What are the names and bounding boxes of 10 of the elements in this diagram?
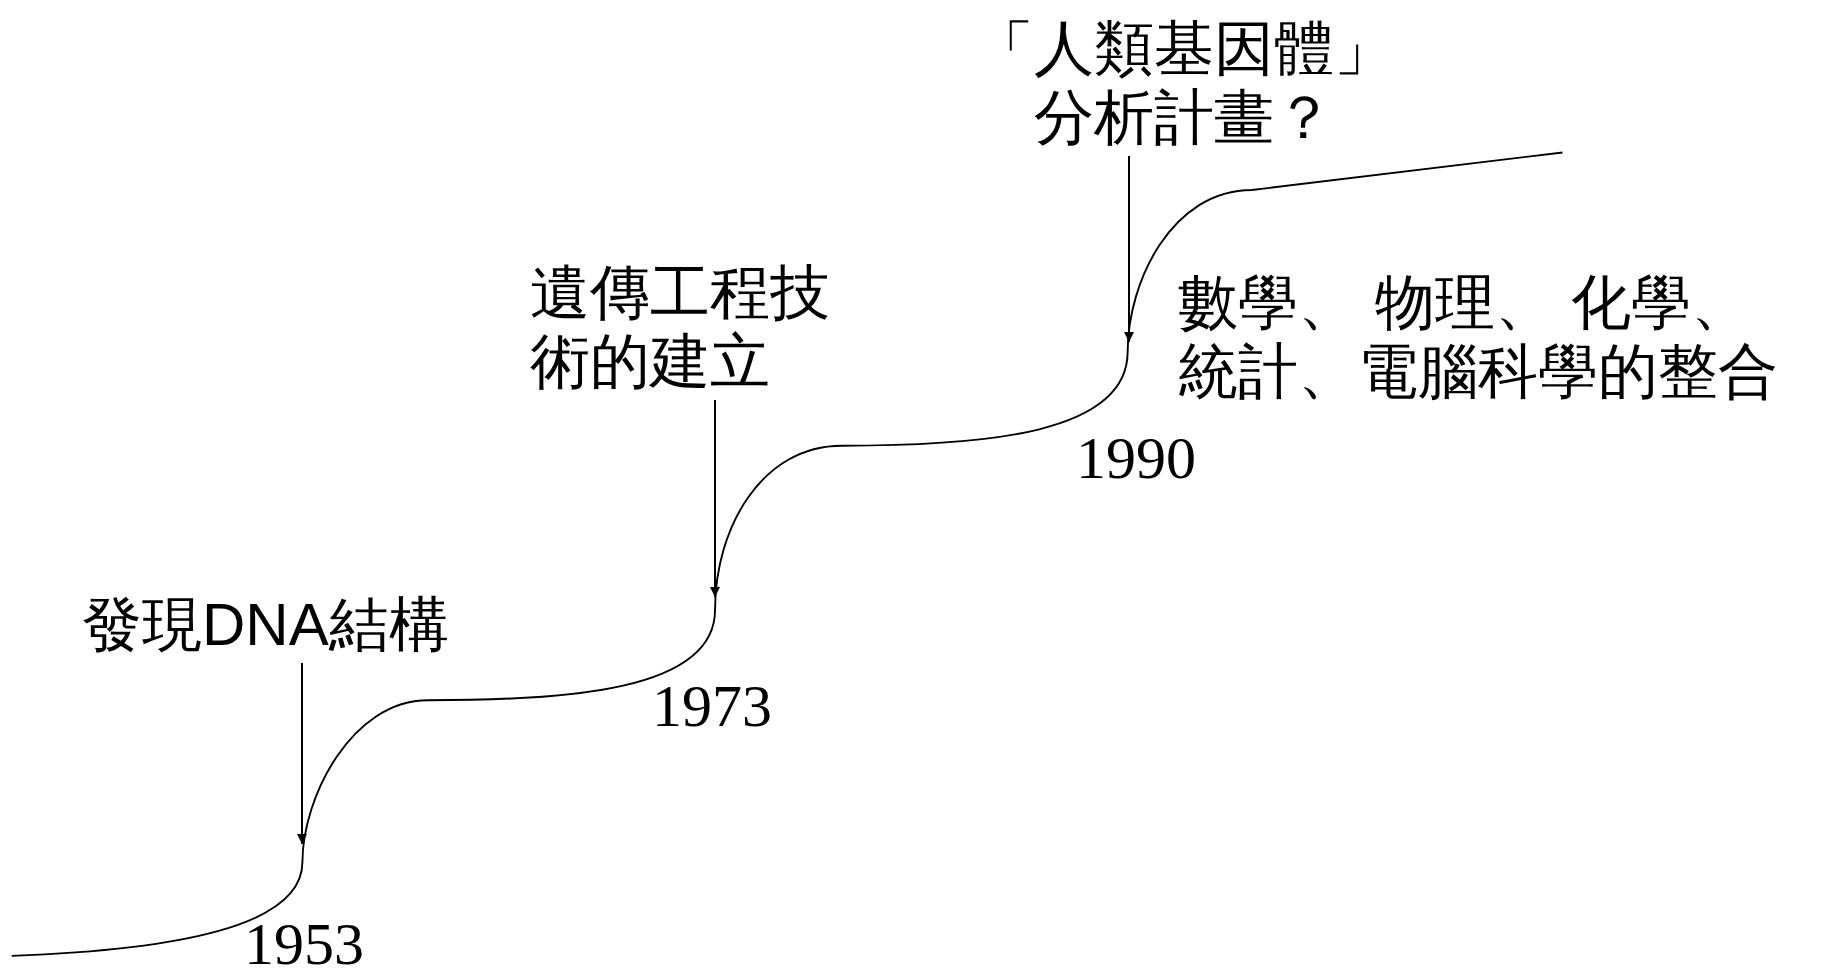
milestone-label: 「人類基因體」分析計畫？: [964, 14, 1404, 152]
milestone-label: 發現DNA結構: [82, 590, 449, 659]
milestone-label: 遺傳工程技術的建立: [530, 258, 850, 396]
leader-arrow: [1124, 155, 1134, 343]
year-label: 1990: [1076, 428, 1196, 488]
year-label: 1973: [652, 676, 772, 736]
year-label: 1953: [244, 914, 364, 974]
note-text: 數學、 物理、 化學、統計、電腦科學的整合: [1178, 268, 1779, 406]
leader-arrow: [297, 662, 307, 845]
leader-arrow: [710, 399, 720, 598]
